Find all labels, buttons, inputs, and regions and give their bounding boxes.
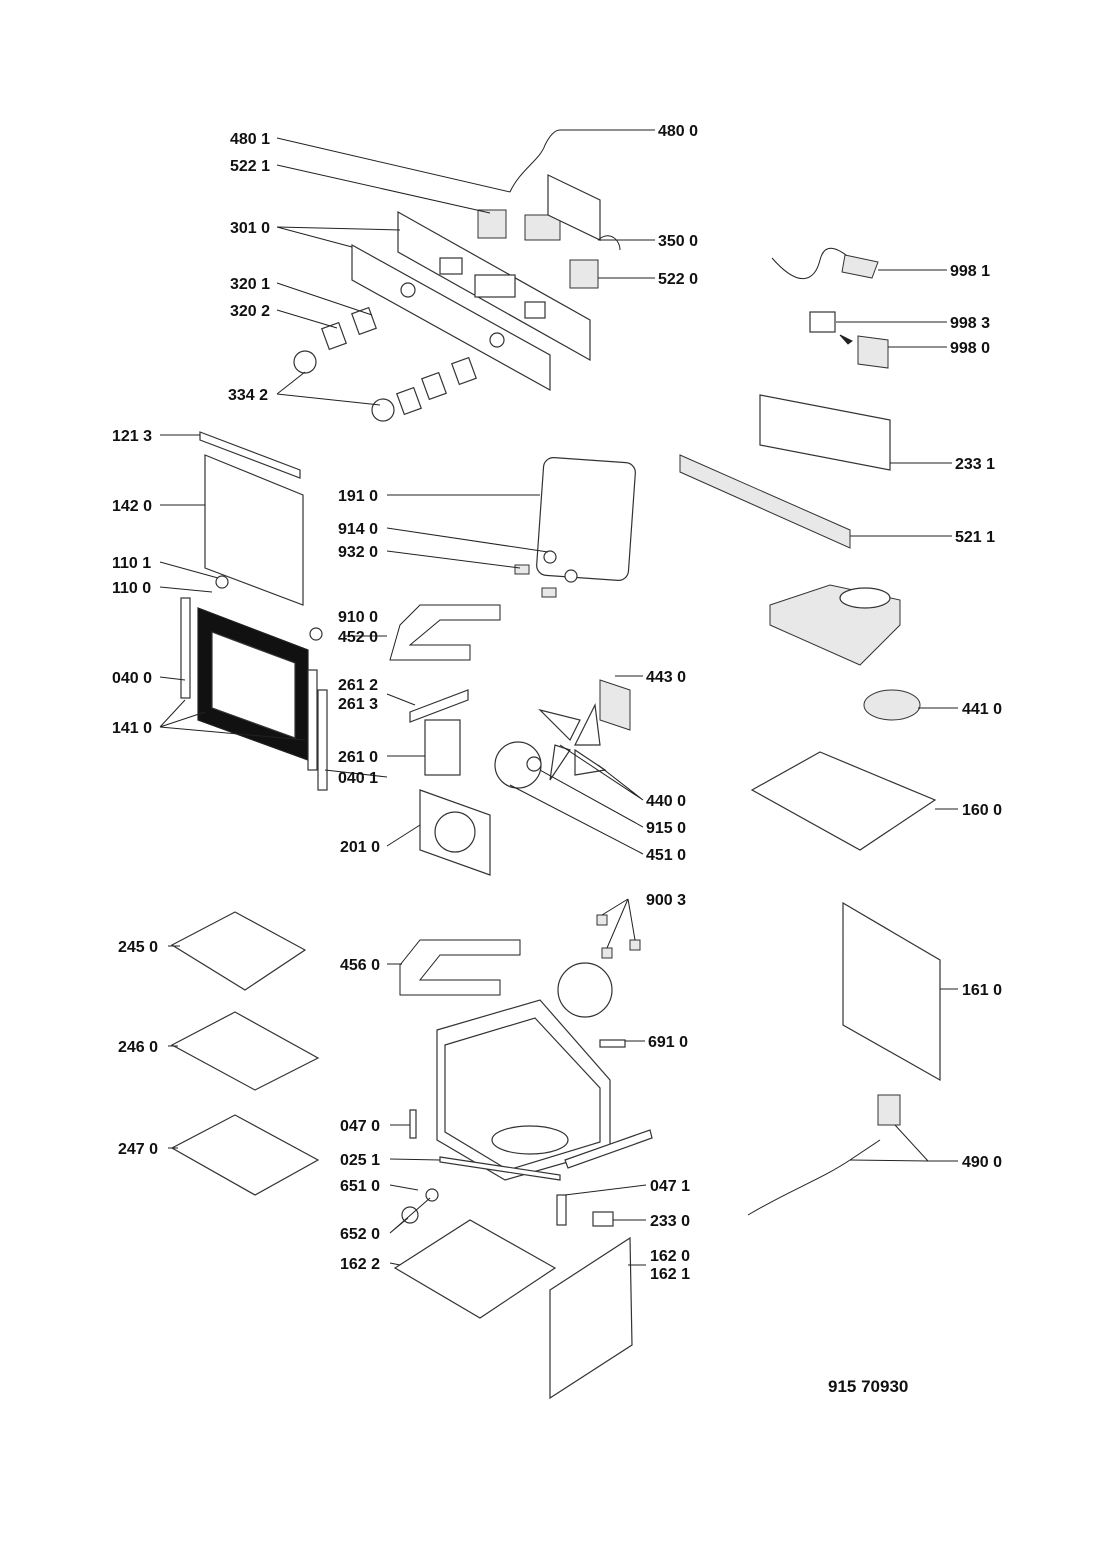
fan-cover <box>557 962 613 1018</box>
side-grid <box>549 1236 633 1400</box>
callout-440-0: 440 0 <box>646 793 686 810</box>
callout-247-0: 247 0 <box>118 1141 158 1158</box>
callout-915-0: 915 0 <box>646 820 686 837</box>
callout-040-1: 040 1 <box>338 770 378 787</box>
grill-tray-160 <box>750 751 937 851</box>
callout-261-2: 261 2 <box>338 677 378 694</box>
callout-162-1: 162 1 <box>650 1266 690 1283</box>
callout-914-0: 914 0 <box>338 521 378 538</box>
leader-lines <box>159 129 958 1266</box>
callout-025-1: 025 1 <box>340 1152 380 1169</box>
door-gasket <box>536 457 636 581</box>
callout-480-1: 480 1 <box>230 131 270 148</box>
callout-350-0: 350 0 <box>658 233 698 250</box>
callout-233-1: 233 1 <box>955 456 995 473</box>
callout-480-0: 480 0 <box>658 123 698 140</box>
control-panel-parts <box>293 129 621 422</box>
callout-301-0: 301 0 <box>230 220 270 237</box>
callout-998-1: 998 1 <box>950 263 990 280</box>
callout-110-0: 110 0 <box>112 580 151 597</box>
callout-162-2: 162 2 <box>340 1256 380 1273</box>
module-350-0 <box>524 214 561 241</box>
baking-tray <box>170 1011 320 1091</box>
callout-456-0: 456 0 <box>340 957 380 974</box>
board-holder <box>759 394 891 471</box>
callout-932-0: 932 0 <box>338 544 378 561</box>
callout-652-0: 652 0 <box>340 1226 380 1243</box>
callout-labels: 480 1 480 0 522 1 301 0 350 0 522 0 320 … <box>112 123 1002 1396</box>
electronics-parts <box>679 247 891 549</box>
callout-910-0: 910 0 <box>338 609 378 626</box>
cooling-fan <box>863 689 921 721</box>
callout-047-0: 047 0 <box>340 1118 380 1135</box>
callout-522-1: 522 1 <box>230 158 270 175</box>
callout-142-0: 142 0 <box>112 498 152 515</box>
callout-261-3: 261 3 <box>338 696 378 713</box>
callout-246-0: 246 0 <box>118 1039 158 1056</box>
callout-141-0: 141 0 <box>112 720 152 737</box>
callout-443-0: 443 0 <box>646 669 686 686</box>
callout-047-1: 047 1 <box>650 1178 690 1195</box>
callout-161-0: 161 0 <box>962 982 1002 999</box>
oven-cavity <box>393 999 653 1400</box>
callout-162-0: 162 0 <box>650 1248 690 1265</box>
callout-320-1: 320 1 <box>230 276 270 293</box>
control-panel-front <box>351 243 551 392</box>
fan-motor <box>599 679 631 731</box>
callout-651-0: 651 0 <box>340 1178 380 1195</box>
control-board <box>679 454 851 549</box>
callout-490-0: 490 0 <box>962 1154 1002 1171</box>
callout-320-2: 320 2 <box>230 303 270 320</box>
callout-522-0: 522 0 <box>658 271 698 288</box>
cavity-top-parts <box>389 457 636 876</box>
callout-900-3: 900 3 <box>646 892 686 909</box>
callout-998-3: 998 3 <box>950 315 990 332</box>
callout-451-0: 451 0 <box>646 847 686 864</box>
door-glass <box>204 454 304 606</box>
callout-521-1: 521 1 <box>955 529 995 546</box>
drip-pan <box>170 1114 320 1196</box>
callout-121-3: 121 3 <box>112 428 152 445</box>
callout-998-0: 998 0 <box>950 340 990 357</box>
callout-261-0: 261 0 <box>338 749 378 766</box>
callout-441-0: 441 0 <box>962 701 1002 718</box>
right-column-parts <box>747 584 941 1216</box>
callout-691-0: 691 0 <box>648 1034 688 1051</box>
wire-shelf <box>170 911 307 991</box>
bottom-grid <box>393 1219 557 1319</box>
callout-233-0: 233 0 <box>650 1213 690 1230</box>
callout-245-0: 245 0 <box>118 939 158 956</box>
drawing-number: 915 70930 <box>828 1377 908 1396</box>
callout-110-1: 110 1 <box>112 555 151 572</box>
door-parts <box>180 431 328 791</box>
switch-522-1 <box>477 209 507 239</box>
callout-452-0: 452 0 <box>338 629 378 646</box>
switch-522-0 <box>569 259 599 289</box>
back-panel-161 <box>842 901 941 1082</box>
callout-201-0: 201 0 <box>340 839 380 856</box>
callout-191-0: 191 0 <box>338 488 378 505</box>
callout-334-2: 334 2 <box>228 387 268 404</box>
callout-040-0: 040 0 <box>112 670 152 687</box>
accessories <box>170 911 641 1196</box>
callout-160-0: 160 0 <box>962 802 1002 819</box>
